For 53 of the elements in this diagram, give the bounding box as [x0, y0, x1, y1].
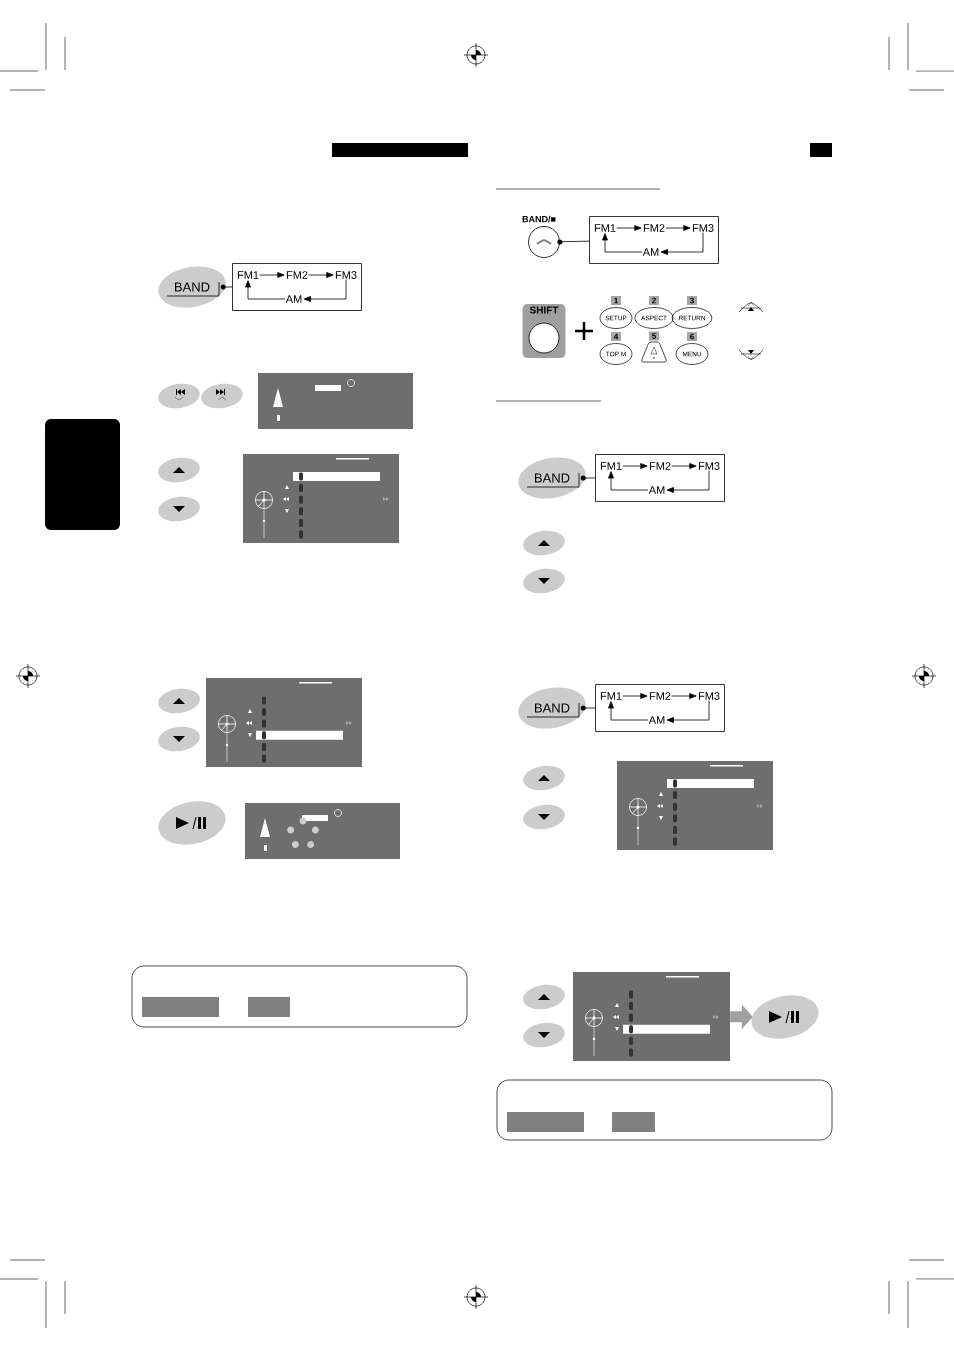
- band-label: FM1: [600, 692, 622, 700]
- band-label: AM: [642, 248, 659, 256]
- arrow: [622, 693, 648, 699]
- band-label: FM3: [692, 224, 714, 232]
- node-label: 1: [614, 297, 618, 304]
- arrow: [671, 463, 697, 469]
- band-cycle-box: [595, 454, 725, 502]
- band-label: FM2: [286, 271, 308, 279]
- band-label: FM3: [698, 692, 720, 700]
- node-label: 3: [689, 297, 694, 304]
- node-label: 6: [690, 333, 694, 340]
- band-label: FM2: [649, 462, 671, 470]
- arrow: [308, 272, 334, 278]
- band-label: AM: [285, 295, 302, 303]
- arrow: [671, 693, 697, 699]
- node-label: 5: [652, 333, 656, 339]
- arrow: [660, 232, 704, 255]
- arrow: [259, 272, 285, 278]
- display-screen-drawing: [573, 972, 730, 1061]
- play-pause-button: [158, 801, 226, 845]
- band-label: AM: [648, 486, 665, 494]
- band-label: FM2: [643, 224, 665, 232]
- band-button: BAND: [158, 266, 226, 308]
- band-button: BAND: [518, 457, 586, 499]
- node-label: 4: [613, 333, 619, 340]
- band-cycle-box: [589, 216, 719, 264]
- node-label: 2: [652, 297, 656, 304]
- arrow: [622, 463, 648, 469]
- arrow: [616, 225, 642, 231]
- arrow: [666, 470, 710, 493]
- arrow: [602, 233, 643, 253]
- arrow: [665, 225, 691, 231]
- arrow: [245, 280, 286, 300]
- band-label: FM1: [600, 462, 622, 470]
- band-label: AM: [648, 716, 665, 724]
- band-label: FM1: [237, 271, 259, 279]
- arrow: [608, 471, 649, 491]
- band-button: BAND/■: [522, 215, 563, 258]
- arrow: [303, 279, 347, 302]
- arrow: [608, 701, 649, 721]
- node-label: BAND/■: [522, 215, 556, 223]
- band-label: FM2: [649, 692, 671, 700]
- band-label: FM1: [594, 224, 616, 232]
- band-cycle-box: [595, 684, 725, 732]
- shift-button: SHIFT: [522, 304, 566, 358]
- band-cycle-box: [232, 263, 362, 311]
- side-tab: [45, 419, 120, 530]
- key-button: 5: [641, 331, 667, 363]
- play-pause-button: [751, 995, 819, 1039]
- band-button: BAND: [518, 687, 586, 729]
- band-label: FM3: [698, 462, 720, 470]
- band-label: FM3: [335, 271, 357, 279]
- arrow: [666, 700, 710, 723]
